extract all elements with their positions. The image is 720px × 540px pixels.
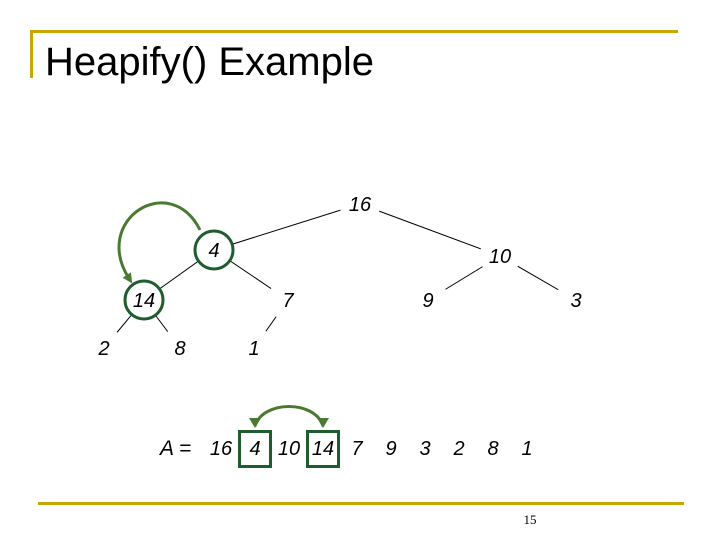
slide-frame-top — [30, 30, 678, 33]
slide-frame-left — [30, 30, 33, 78]
arrowhead-icon — [317, 418, 329, 428]
tree-node-value: 8 — [174, 338, 185, 360]
tree-node-value: 14 — [133, 290, 155, 312]
slide-frame-bottom — [38, 502, 684, 505]
tree-node-value: 2 — [97, 338, 109, 360]
tree-node-value: 1 — [248, 338, 259, 360]
tree-node-value: 7 — [282, 290, 294, 312]
tree-node-value: 16 — [349, 194, 372, 216]
array-cell: 9 — [385, 437, 397, 460]
array-cell: 2 — [453, 437, 465, 460]
array-cell: 16 — [209, 437, 233, 460]
array-cell: 14 — [306, 430, 340, 468]
tree-node: 9 — [407, 279, 449, 321]
array-cell: 7 — [351, 437, 363, 460]
tree-node: 2 — [83, 327, 125, 369]
arrowhead-icon — [249, 418, 261, 428]
array-cell: 3 — [419, 437, 431, 460]
tree-node-circle — [83, 327, 125, 369]
array-label: A = — [160, 437, 192, 460]
tree-node-value: 9 — [422, 290, 433, 312]
array-cell: 8 — [487, 437, 499, 460]
tree-node-highlight-circle — [193, 229, 235, 271]
slide-title: Heapify() Example — [45, 40, 375, 84]
tree-node-circle — [339, 183, 381, 225]
tree-node-highlight-circle — [123, 279, 165, 321]
tree-node-circle — [555, 279, 597, 321]
tree-node-value: 3 — [570, 290, 581, 312]
tree-swap-arrow — [117, 201, 202, 284]
tree-node: 7 — [267, 279, 309, 321]
tree-node-circle — [479, 235, 521, 277]
tree-node-value: 4 — [208, 240, 219, 262]
tree-node: 4 — [193, 229, 235, 271]
tree-edge — [213, 203, 361, 251]
tree-edge — [359, 203, 501, 257]
tree-node-circle — [233, 327, 275, 369]
array-swap-arc — [253, 405, 325, 427]
tree-node-value: 10 — [489, 246, 511, 268]
tree-node-circle — [159, 327, 201, 369]
tree-node: 1 — [233, 327, 275, 369]
tree-node: 3 — [555, 279, 597, 321]
tree-node: 10 — [479, 235, 521, 277]
array-cell: 10 — [277, 437, 301, 460]
array-cell: 1 — [521, 437, 533, 460]
tree-node: 8 — [159, 327, 201, 369]
tree-node-circle — [267, 279, 309, 321]
tree-node: 16 — [339, 183, 381, 225]
tree-node-circle — [407, 279, 449, 321]
heap-tree-diagram: 16 4 10 14 7 9 3 2 8 1 — [83, 183, 597, 369]
array-cell: 4 — [238, 430, 272, 468]
page-number: 15 — [523, 512, 537, 527]
tree-node: 14 — [123, 279, 165, 321]
